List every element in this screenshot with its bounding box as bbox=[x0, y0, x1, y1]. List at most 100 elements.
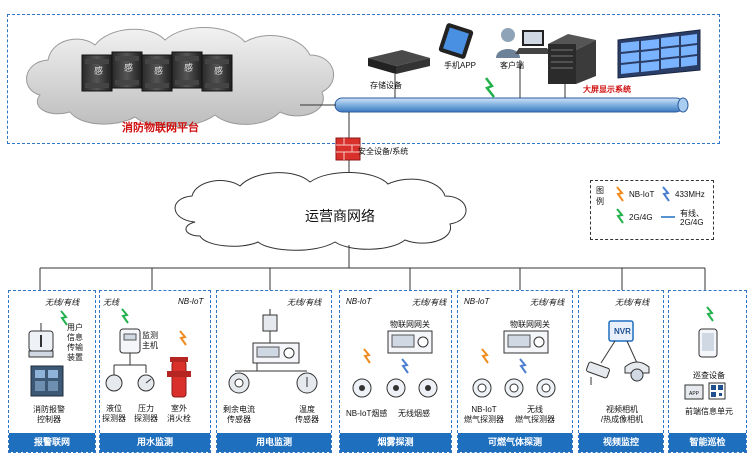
panel5-nbiot-icon bbox=[481, 348, 489, 364]
panel2-sensor3-line2: 消火栓 bbox=[167, 414, 191, 423]
panel4-sensor1: NB-IoT烟感 bbox=[346, 409, 388, 418]
panel7-graphics bbox=[684, 306, 726, 400]
nbiot-legend-icon bbox=[616, 186, 624, 202]
panel4-gateway-label: 物联网网关 bbox=[390, 320, 430, 329]
bigscreen-label: 大屏显示系统 bbox=[583, 85, 631, 94]
panel-video-surveillance: 无线/有线 NVR 视频相机 /热成像相机 视频监控 bbox=[578, 290, 664, 453]
security-label: 安全设备/系统 bbox=[358, 147, 409, 156]
mobile-phone-icon bbox=[438, 23, 474, 59]
residual-current-sensor-icon bbox=[228, 372, 250, 394]
panel4-433-icon bbox=[401, 358, 409, 374]
panel1-graphics bbox=[28, 310, 68, 397]
panel2-nbiot-icon bbox=[179, 330, 187, 346]
legend-box: 图 例 NB-IoT 433MHz 2G/4G 有线、 2G/4G bbox=[590, 180, 714, 240]
server-glyph-2: 感 bbox=[124, 63, 134, 73]
client-user-icon bbox=[496, 28, 551, 98]
panel2-sensor3-line1: 室外 bbox=[171, 404, 187, 413]
storage-device-icon bbox=[368, 50, 430, 98]
temperature-sensor-icon bbox=[296, 372, 318, 394]
client-label: 客户端 bbox=[500, 61, 524, 70]
firewall-icon bbox=[335, 137, 361, 161]
panel4-title: 烟雾探测 bbox=[340, 433, 451, 452]
panel7-app-label: APP bbox=[689, 391, 700, 397]
panel4-sensor2: 无线烟感 bbox=[398, 409, 430, 418]
server-glyph-4: 感 bbox=[184, 63, 194, 73]
panel-smoke-detection: NB-IoT 无线/有线 物联网网关 NB-IoT烟感 无线烟感 烟雾探测 bbox=[339, 290, 452, 453]
panel5-conn-left: NB-IoT bbox=[464, 297, 490, 306]
platform-bus-pipe bbox=[334, 97, 689, 113]
mhz-legend-icon bbox=[662, 186, 670, 202]
panel3-sensor1-line1: 剩余电流 bbox=[223, 405, 255, 414]
panel2-conn-left: 无线 bbox=[103, 298, 119, 307]
panel5-title: 可燃气体探测 bbox=[458, 433, 572, 452]
panel1-dev2-line2: 控制器 bbox=[37, 415, 61, 424]
panel5-433-icon bbox=[519, 358, 527, 374]
panel2-sensor2-line1: 压力 bbox=[138, 404, 154, 413]
panel6-title: 视频监控 bbox=[579, 433, 663, 452]
panel1-dev1-line4: 装置 bbox=[67, 353, 83, 362]
user-transmission-device-icon bbox=[28, 330, 54, 358]
server-glyph-1: 感 bbox=[94, 66, 104, 76]
video-wall-icon bbox=[617, 29, 701, 79]
panel-alarm-network: 无线/有线 用户 信息 传输 装置 消防报警 控制器 报警联网 bbox=[8, 290, 96, 453]
server-rack-group bbox=[81, 51, 233, 92]
power-monitor-unit-icon bbox=[252, 342, 300, 364]
panel5-sensor2-line1: 无线 bbox=[527, 405, 543, 414]
panel6-conn: 无线/有线 bbox=[615, 298, 650, 307]
panel5-gateway-label: 物联网网关 bbox=[510, 320, 550, 329]
panel6-nvr-label: NVR bbox=[614, 327, 631, 336]
legend-title-1: 图 bbox=[596, 186, 604, 195]
panel2-sensor1-line1: 液位 bbox=[106, 404, 122, 413]
panel2-graphics bbox=[105, 308, 191, 398]
panel3-sensor2-line2: 传感器 bbox=[295, 415, 319, 424]
panel2-sensor1-line2: 探测器 bbox=[102, 414, 126, 423]
panel5-sensor1-line1: NB-IoT bbox=[471, 405, 497, 414]
nbiot-gas-detector-icon bbox=[472, 378, 492, 398]
pressure-detector-icon bbox=[137, 374, 155, 392]
wireless-gas-detector-icon bbox=[504, 378, 556, 398]
platform-region bbox=[7, 14, 720, 144]
panel3-sensor2-line1: 温度 bbox=[299, 405, 315, 414]
panel5-conn-right: 无线/有线 bbox=[530, 298, 565, 307]
breaker-icon bbox=[262, 309, 278, 343]
panel1-dev1-line1: 用户 bbox=[67, 323, 83, 332]
panel1-title: 报警联网 bbox=[9, 433, 95, 452]
wireless-smoke-detector-icon bbox=[386, 378, 438, 398]
bigscreen-controller-icon bbox=[548, 34, 596, 98]
panel6-sensor-line2: /热成像相机 bbox=[600, 415, 644, 424]
video-camera-icon bbox=[586, 361, 610, 385]
legend-symbols bbox=[616, 186, 675, 224]
storage-label: 存储设备 bbox=[370, 81, 402, 90]
fire-alarm-controller-icon bbox=[30, 365, 64, 397]
panel5-graphics bbox=[472, 330, 556, 398]
thermal-camera-icon bbox=[624, 361, 650, 382]
g4-legend-icon bbox=[616, 208, 624, 224]
panel1-dev2-line1: 消防报警 bbox=[33, 405, 65, 414]
panel-gas-detection: NB-IoT 无线/有线 物联网网关 NB-IoT 燃气探测器 无线 燃气探测器… bbox=[457, 290, 573, 453]
panel2-host-line1: 监测 bbox=[142, 331, 158, 340]
panel6-sensor-line1: 视频相机 bbox=[606, 405, 638, 414]
panel5-sensor1-line2: 燃气探测器 bbox=[464, 415, 504, 424]
nvr-icon bbox=[608, 320, 634, 342]
legend-mhz: 433MHz bbox=[675, 190, 705, 199]
wireless-4g-icon bbox=[484, 77, 495, 98]
panel7-title: 智能巡检 bbox=[669, 433, 746, 452]
panel1-dev1-line2: 信息 bbox=[67, 333, 83, 342]
panel5-gateway-icon bbox=[503, 330, 549, 354]
server-glyph-3: 感 bbox=[154, 66, 164, 76]
inspection-phone-icon bbox=[698, 328, 718, 358]
panel-power-monitoring: 无线/有线 剩余电流 传感器 温度 传感器 用电监测 bbox=[216, 290, 332, 453]
panel7-wireless-icon bbox=[706, 306, 714, 322]
legend-wired: 有线、 bbox=[680, 209, 704, 218]
panel2-host-line2: 主机 bbox=[142, 341, 158, 350]
panel2-sensor2-line2: 探测器 bbox=[134, 414, 158, 423]
platform-label: 消防物联网平台 bbox=[122, 122, 199, 134]
panel4-conn-left: NB-IoT bbox=[346, 297, 372, 306]
panel3-sensor1-line2: 传感器 bbox=[227, 415, 251, 424]
panel5-sensor2-line2: 燃气探测器 bbox=[515, 415, 555, 424]
panel-water-monitoring: 无线 NB-IoT 监测 主机 液位 探测器 压力 探测器 室外 消火栓 用水监… bbox=[99, 290, 211, 453]
panel2-conn-right: NB-IoT bbox=[178, 297, 204, 306]
panel3-conn: 无线/有线 bbox=[287, 298, 322, 307]
panel3-graphics bbox=[228, 309, 318, 394]
app-label: 手机APP bbox=[444, 61, 477, 70]
